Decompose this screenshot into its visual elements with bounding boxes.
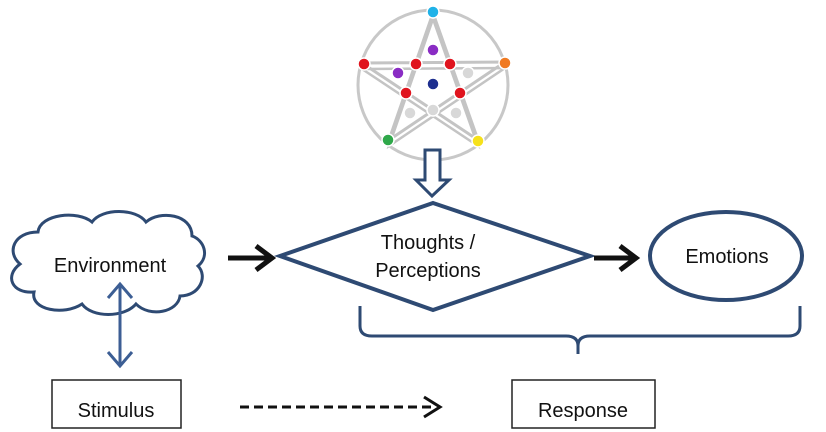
stimulus-box — [51, 379, 182, 429]
emotions-ellipse — [648, 210, 804, 302]
thoughts-perceptions-diamond — [273, 200, 597, 313]
arrow-environment-to-thoughts — [228, 244, 277, 272]
arrow-thoughts-to-emotions — [594, 244, 641, 272]
stimulus-label: Stimulus — [78, 400, 155, 422]
star-emblem — [356, 5, 512, 162]
star-lines — [357, 12, 510, 150]
thoughts-label-line1: Thoughts / — [381, 232, 476, 254]
environment-stimulus-connector — [106, 281, 134, 369]
dashed-arrow-stimulus-to-response — [240, 395, 443, 419]
environment-cloud — [10, 210, 207, 316]
environment-label: Environment — [54, 255, 167, 277]
down-arrow-icon — [412, 148, 453, 199]
response-brace — [358, 306, 802, 354]
thoughts-label-line2: Perceptions — [375, 260, 481, 282]
response-label: Response — [538, 400, 628, 422]
emotions-label: Emotions — [685, 246, 768, 268]
star-dots — [357, 5, 512, 148]
response-box — [511, 379, 656, 429]
